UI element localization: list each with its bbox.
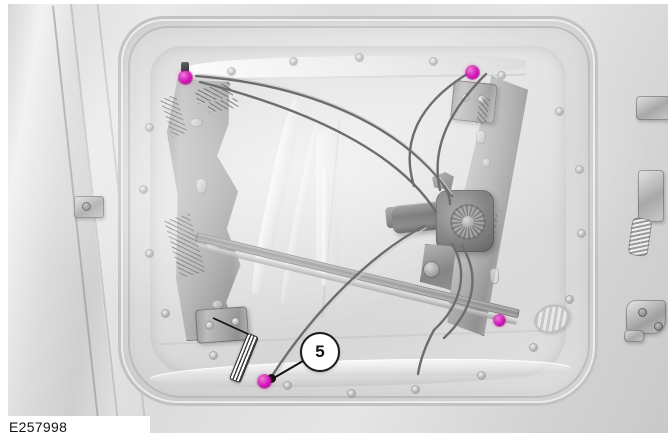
callout-5[interactable]: 5 [300,332,340,372]
callout-5-label: 5 [315,342,325,361]
fastener-marker-upper-left [179,71,192,84]
figure-id: E257998 [6,418,71,436]
fastener-marker-lower-right [494,315,505,326]
fastener-marker-lower-left [258,375,271,388]
bottom-white-margin [0,437,672,442]
right-white-margin [668,0,672,442]
top-white-margin [0,0,672,4]
fastener-marker-upper-right [466,66,479,79]
